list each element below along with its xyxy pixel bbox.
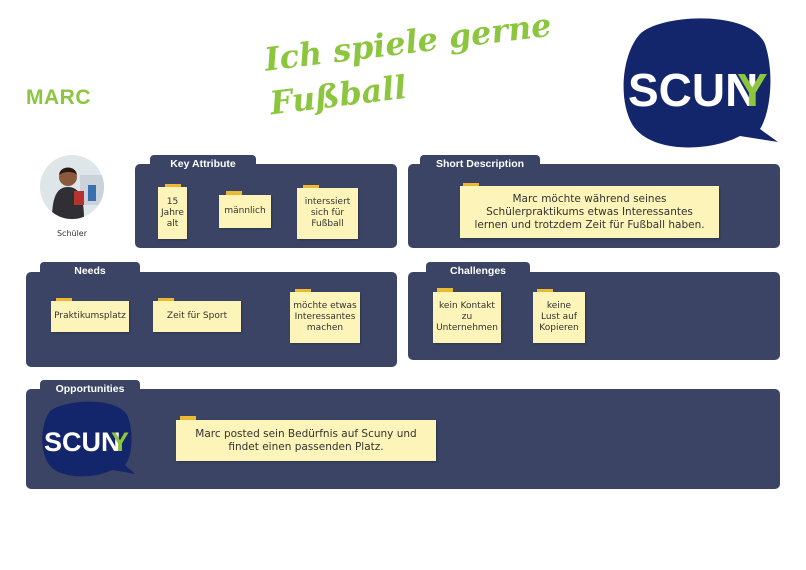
svg-text:Y: Y xyxy=(111,427,129,457)
scuny-logo-small: SCUN Y xyxy=(40,399,136,477)
tape-decoration xyxy=(165,184,181,189)
sticky-note-need-2: Zeit für Sport xyxy=(153,301,241,332)
scuny-logo: SCUN Y xyxy=(620,14,780,149)
persona-avatar xyxy=(40,155,104,219)
needs-title: Needs xyxy=(40,262,140,280)
svg-text:Y: Y xyxy=(737,64,768,116)
sticky-note-challenge-1: kein Kontakt zu Unternehmen xyxy=(433,292,501,343)
tape-decoration xyxy=(226,191,242,196)
sticky-note-need-1: Praktikumsplatz xyxy=(51,301,129,332)
tape-decoration xyxy=(463,183,479,188)
sticky-note-gender: männlich xyxy=(219,195,271,228)
key-attribute-title: Key Attribute xyxy=(150,155,256,173)
tape-decoration xyxy=(295,289,311,294)
sticky-note-opportunity: Marc posted sein Bedürfnis auf Scuny und… xyxy=(176,420,436,461)
sticky-note-challenge-2: keine Lust auf Kopieren xyxy=(533,292,585,343)
sticky-note-age: 15 Jahre alt xyxy=(158,187,187,239)
challenges-title: Challenges xyxy=(426,262,530,280)
sticky-note-interest: interssiert sich für Fußball xyxy=(297,188,358,239)
sticky-note-description: Marc möchte während seines Schülerprakti… xyxy=(460,186,719,238)
tape-decoration xyxy=(180,416,196,421)
tape-decoration xyxy=(437,288,453,293)
tape-decoration xyxy=(537,289,553,294)
sticky-note-need-3: möchte etwas Interessantes machen xyxy=(290,292,360,343)
short-description-title: Short Description xyxy=(420,155,540,173)
opportunities-title: Opportunities xyxy=(40,380,140,398)
tape-decoration xyxy=(158,298,174,303)
tape-decoration xyxy=(303,185,319,190)
persona-name: MARC xyxy=(26,86,91,109)
persona-role: Schüler xyxy=(56,229,88,238)
tape-decoration xyxy=(56,298,72,303)
svg-text:SCUN: SCUN xyxy=(44,427,121,457)
svg-text:SCUN: SCUN xyxy=(628,64,758,116)
persona-quote: Ich spiele gerne Fußball xyxy=(262,1,570,125)
